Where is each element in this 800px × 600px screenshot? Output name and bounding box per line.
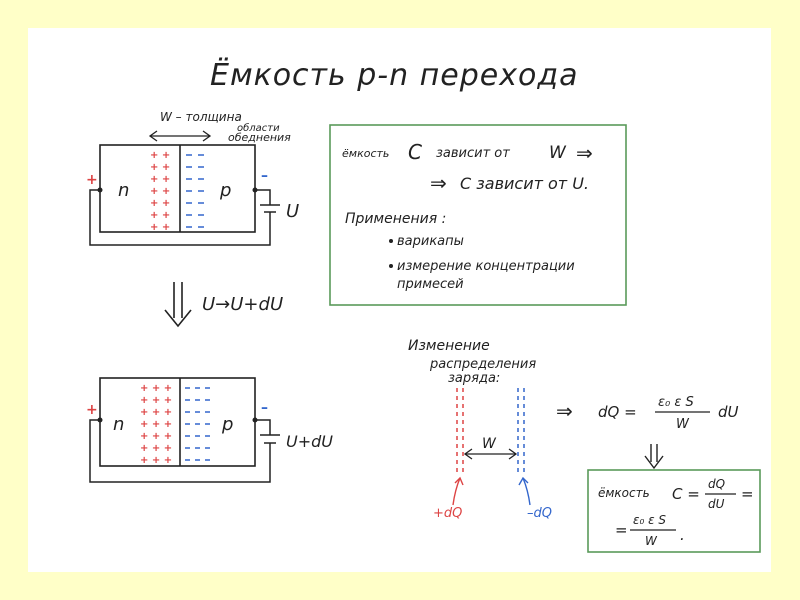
capacitance-denominator2: W: [645, 534, 658, 548]
w-symbol: W: [549, 143, 567, 163]
charge-width-label: W: [482, 436, 497, 452]
implies-arrow-2: ⇒: [430, 171, 447, 195]
p-region-label: p: [219, 180, 231, 201]
width-arrow: [148, 130, 212, 142]
junction-diagram-1: W – толщина области обеднения + ++ + + +…: [86, 110, 299, 246]
svg-text:+ + +: + + +: [140, 455, 172, 466]
plus-terminal-2: +: [86, 402, 98, 418]
capacitance-period: .: [680, 526, 685, 544]
external-circuit: [89, 189, 280, 246]
negative-charges-2: [185, 387, 210, 461]
svg-text:+ + +: + + +: [140, 383, 172, 394]
p-region-label-2: p: [221, 414, 233, 435]
page-title: Ёмкость p-n перехода: [210, 57, 578, 93]
negative-charge-layer: [517, 388, 525, 475]
voltage-label-2: U+dU: [286, 432, 333, 451]
capacitance-numerator2: ε₀ ε S: [633, 513, 666, 527]
svg-text:+ + +: + + +: [140, 395, 172, 406]
depends-on: зависит от: [436, 146, 510, 161]
formula-numerator: ε₀ ε S: [658, 395, 694, 410]
svg-text:+ +: + +: [150, 210, 170, 221]
svg-text:+ +: + +: [150, 186, 170, 197]
region-label-line2: обеднения: [228, 131, 291, 144]
capacitance-box: ёмкость C = dQ dU = = ε₀ ε S W .: [587, 469, 761, 553]
application-item-2: измерение концентрации: [397, 259, 575, 274]
minus-terminal-2: –: [261, 400, 268, 416]
svg-text:+ +: + +: [150, 162, 170, 173]
charge-width-arrow: [463, 448, 518, 460]
capacitance-denominator: dU: [708, 497, 725, 511]
svg-text:+ + +: + + +: [140, 431, 172, 442]
double-down-arrow-icon: [164, 282, 192, 328]
page: Ёмкость p-n перехода W – толщина области…: [28, 28, 771, 572]
charge-title-3: заряда:: [448, 371, 500, 386]
capacity-word: ёмкость: [342, 147, 389, 160]
capacitance-equals: =: [741, 485, 754, 503]
svg-text:+ +: + +: [150, 222, 170, 233]
positive-charges: + ++ + + ++ + + ++ + + +: [150, 150, 170, 233]
width-label: W – толщина: [160, 110, 242, 124]
plus-terminal: +: [86, 172, 98, 188]
formula-down-arrow-icon: [644, 444, 664, 470]
formula: ⇒ dQ = ε₀ ε S W dU: [556, 395, 739, 470]
application-item-3: примесей: [397, 277, 464, 292]
svg-text:+ + +: + + +: [140, 419, 172, 430]
voltage-label: U: [286, 201, 299, 222]
positive-charges-2: + + ++ + + + + ++ + + + + ++ + + + + +: [140, 383, 172, 466]
c-symbol: C: [408, 140, 422, 164]
n-region-label: n: [118, 180, 129, 201]
formula-implies: ⇒: [556, 399, 573, 423]
formula-lhs: dQ =: [598, 403, 637, 421]
external-circuit-2: [89, 419, 280, 483]
implies-arrow-1: ⇒: [576, 141, 593, 165]
capacitance-eq2: =: [615, 521, 628, 539]
svg-text:+ +: + +: [150, 150, 170, 161]
formula-denominator: W: [676, 417, 690, 432]
negative-charges: [186, 154, 204, 228]
transition-label: U→U+dU: [202, 294, 283, 315]
transition: U→U+dU: [164, 282, 283, 328]
charge-title-1: Изменение: [408, 338, 490, 354]
charge-title-2: распределения: [429, 357, 536, 372]
svg-text:+ +: + +: [150, 198, 170, 209]
svg-text:+ + +: + + +: [140, 443, 172, 454]
plus-dq-label: +dQ: [433, 506, 462, 521]
capacitance-numerator: dQ: [708, 477, 725, 491]
charge-change: Изменение распределения заряда: W +dQ: [408, 338, 552, 521]
info-box: ёмкость C зависит от W ⇒ ⇒ C зависит от …: [329, 124, 627, 306]
svg-text:+ +: + +: [150, 174, 170, 185]
diagram-canvas: Ёмкость p-n перехода W – толщина области…: [86, 57, 761, 553]
n-region-label-2: n: [113, 414, 124, 435]
minus-terminal: –: [261, 168, 268, 184]
capacitance-c-eq: C =: [672, 485, 700, 503]
svg-text:+ + +: + + +: [140, 407, 172, 418]
depends-on-u: C зависит от U.: [460, 174, 589, 193]
application-item-1: варикапы: [397, 234, 464, 249]
formula-rhs: dU: [718, 403, 739, 421]
capacitance-label: ёмкость: [598, 486, 650, 500]
minus-dq-label: –dQ: [527, 506, 552, 521]
junction-diagram-2: + + ++ + + + + ++ + + + + ++ + + + + + n…: [86, 377, 333, 483]
region-label-line1: области: [237, 122, 280, 134]
positive-charge-layer: [456, 388, 464, 475]
applications-title: Применения :: [345, 211, 446, 227]
